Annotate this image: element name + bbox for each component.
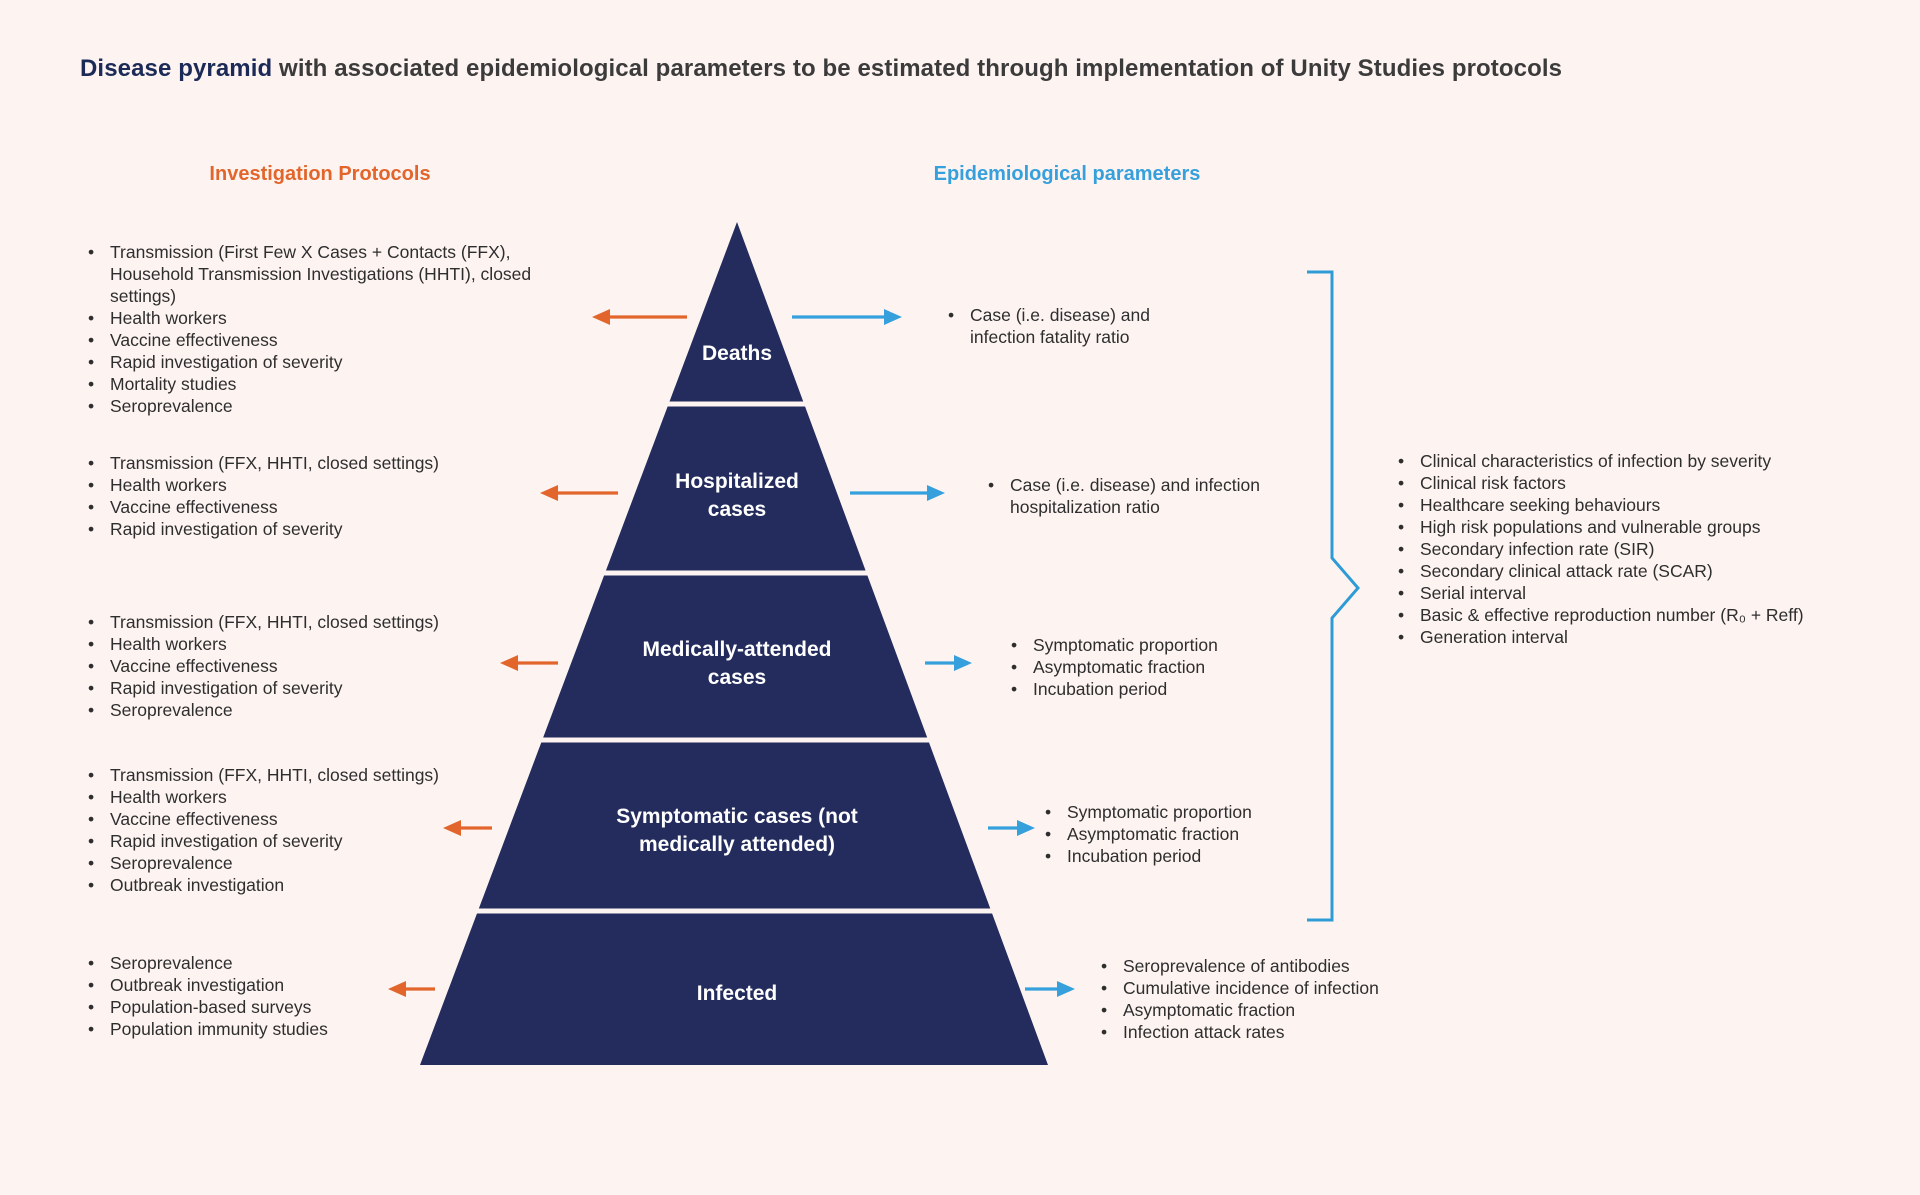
list-item: Cumulative incidence of infection [1101,977,1423,999]
investigation-list-medically-attended: Transmission (FFX, HHTI, closed settings… [88,611,562,721]
list-item: Asymptomatic fraction [1101,999,1423,1021]
investigation-list-symptomatic: Transmission (FFX, HHTI, closed settings… [88,764,562,896]
parameter-list-deaths: Case (i.e. disease) and infection fatali… [948,304,1200,348]
list-item: Symptomatic proportion [1011,634,1293,656]
list-item: Population immunity studies [88,1018,562,1040]
list-item: Secondary clinical attack rate (SCAR) [1398,560,1910,582]
list-item: Infection attack rates [1101,1021,1423,1043]
list-item: Symptomatic proportion [1045,801,1327,823]
list-item: Secondary infection rate (SIR) [1398,538,1910,560]
pyramid-level-hospitalized: Hospitalized cases [675,470,799,521]
list-item: High risk populations and vulnerable gro… [1398,516,1910,538]
list-item: Healthcare seeking behaviours [1398,494,1910,516]
list-item: Transmission (FFX, HHTI, closed settings… [88,764,562,786]
arrow-left-deaths-icon [592,309,687,325]
list-item: Outbreak investigation [88,874,562,896]
pyramid-level-symptomatic: Symptomatic cases (not medically attende… [616,805,858,856]
list-item: Seroprevalence [88,952,562,974]
list-item: Clinical risk factors [1398,472,1910,494]
page-title-rest: with associated epidemiological paramete… [272,55,1563,82]
list-item: Seroprevalence [88,395,562,417]
parameter-arrows [792,309,1075,997]
arrow-right-hospitalized-icon [850,485,945,501]
page-title-highlight: Disease pyramid [80,55,273,82]
list-item: Health workers [88,307,562,329]
list-item: Case (i.e. disease) and infection fatali… [948,304,1200,348]
list-item: Transmission (First Few X Cases + Contac… [88,241,562,307]
list-item: Vaccine effectiveness [88,655,562,677]
investigation-protocols-header: Investigation Protocols [209,163,431,185]
list-item: Case (i.e. disease) and infection hospit… [988,474,1282,518]
pyramid-level-deaths: Deaths [701,342,773,365]
investigation-list-deaths: Transmission (First Few X Cases + Contac… [88,241,562,417]
pyramid-shape [420,222,1048,1065]
list-item: Vaccine effectiveness [88,329,562,351]
list-item: Health workers [88,633,562,655]
list-item: Seroprevalence [88,699,562,721]
list-item: Rapid investigation of severity [88,351,562,373]
list-item: Incubation period [1011,678,1293,700]
list-item: Vaccine effectiveness [88,808,562,830]
list-item: Transmission (FFX, HHTI, closed settings… [88,452,562,474]
list-item: Incubation period [1045,845,1327,867]
arrow-right-deaths-icon [792,309,902,325]
arrow-right-symptomatic-icon [988,820,1035,836]
arrow-right-infected-icon [1025,981,1075,997]
summary-parameters-list: Clinical characteristics of infection by… [1398,450,1910,648]
list-item: Asymptomatic fraction [1045,823,1327,845]
epidemiological-parameters-header: Epidemiological parameters [933,163,1201,185]
list-item: Clinical characteristics of infection by… [1398,450,1910,472]
grouping-brace [1307,270,1360,922]
parameter-list-medically-attended: Symptomatic proportionAsymptomatic fract… [1011,634,1293,700]
list-item: Vaccine effectiveness [88,496,562,518]
list-item: Population-based surveys [88,996,562,1018]
list-item: Health workers [88,474,562,496]
parameter-list-hospitalized: Case (i.e. disease) and infection hospit… [988,474,1282,518]
list-item: Generation interval [1398,626,1910,648]
list-item: Asymptomatic fraction [1011,656,1293,678]
list-item: Seroprevalence of antibodies [1101,955,1423,977]
list-item: Rapid investigation of severity [88,677,562,699]
list-item: Rapid investigation of severity [88,830,562,852]
list-item: Seroprevalence [88,852,562,874]
list-item: Transmission (FFX, HHTI, closed settings… [88,611,562,633]
arrow-right-medically-attended-icon [925,655,972,671]
pyramid-level-medically-attended: Medically-attended cases [642,638,832,689]
page-title: Disease pyramid with associated epidemio… [80,55,1562,83]
pyramid-level-infected: Infected [696,982,778,1005]
list-item: Outbreak investigation [88,974,562,996]
list-item: Serial interval [1398,582,1910,604]
list-item: Rapid investigation of severity [88,518,562,540]
parameter-list-symptomatic: Symptomatic proportionAsymptomatic fract… [1045,801,1327,867]
parameter-list-infected: Seroprevalence of antibodiesCumulative i… [1101,955,1423,1043]
list-item: Basic & effective reproduction number (R… [1398,604,1910,626]
list-item: Health workers [88,786,562,808]
list-item: Mortality studies [88,373,562,395]
investigation-list-hospitalized: Transmission (FFX, HHTI, closed settings… [88,452,562,540]
investigation-list-infected: SeroprevalenceOutbreak investigationPopu… [88,952,562,1040]
